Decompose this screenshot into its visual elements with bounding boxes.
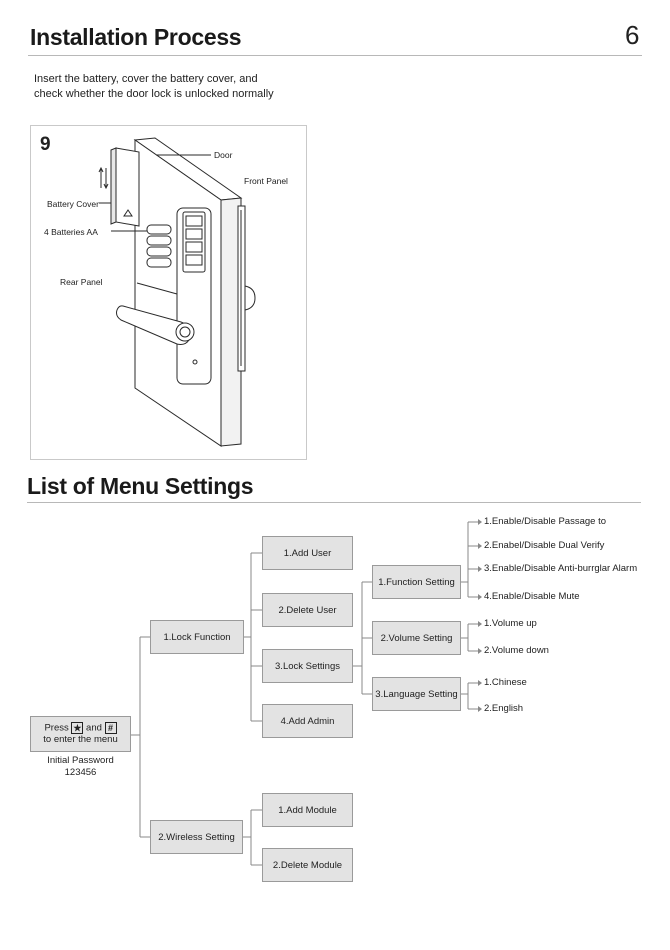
leaf-volume-down: 2.Volume down [484,645,549,656]
node-function-setting: 1.Function Setting [372,565,461,599]
step-number: 9 [40,134,51,155]
initial-password: Initial Password 123456 [30,755,131,779]
node-delete-module: 2.Delete Module [262,848,353,882]
leaf-english: 2.English [484,703,524,714]
menu-section-divider [27,502,641,503]
node-add-admin: 4.Add Admin [262,704,353,738]
intro-line-2: check whether the door lock is unlocked … [34,88,274,100]
node-lock-settings: 3.Lock Settings [262,649,353,683]
node-language-setting: 3.Language Setting [372,677,461,711]
initial-password-label: Initial Password [47,755,114,766]
label-battery-cover: Battery Cover [47,199,99,209]
node-add-user: 1.Add User [262,536,353,570]
label-batteries: 4 Batteries AA [44,227,98,237]
page-title: Installation Process [30,24,242,50]
label-door: Door [214,150,233,160]
label-front-panel: Front Panel [244,176,288,186]
leaf-mute: 4.Enable/Disable Mute [484,591,580,602]
root-line-1: Press ★ and # [44,721,117,735]
node-add-module: 1.Add Module [262,793,353,827]
root-line-2: to enter the menu [43,734,118,746]
node-delete-user: 2.Delete User [262,593,353,627]
hash-key-icon: # [104,721,117,734]
leaf-dual-verify: 2.Enabel/Disable Dual Verify [484,540,605,551]
door-lock-illustration [98,137,256,447]
node-volume-setting: 2.Volume Setting [372,621,461,655]
menu-root-node: Press ★ and # to enter the menu [30,716,131,752]
menu-section-title: List of Menu Settings [27,473,254,499]
intro-text: Insert the battery, cover the battery co… [34,72,274,102]
leaf-enable-passage: 1.Enable/Disable Passage to [484,516,606,527]
leaf-chinese: 1.Chinese [484,677,527,688]
node-lock-function: 1.Lock Function [150,620,244,654]
node-wireless-setting: 2.Wireless Setting [150,820,243,854]
header-divider [28,55,642,56]
installation-figure: 9 [30,125,307,460]
leaf-anti-burglar-alarm: 3.Enable/Disable Anti-burrglar Alarm [484,563,638,574]
star-key-icon: ★ [71,721,84,734]
intro-line-1: Insert the battery, cover the battery co… [34,73,258,85]
leaf-volume-up: 1.Volume up [484,618,537,629]
page-number: 6 [625,20,640,50]
initial-password-value: 123456 [64,767,97,778]
label-rear-panel: Rear Panel [60,277,103,287]
